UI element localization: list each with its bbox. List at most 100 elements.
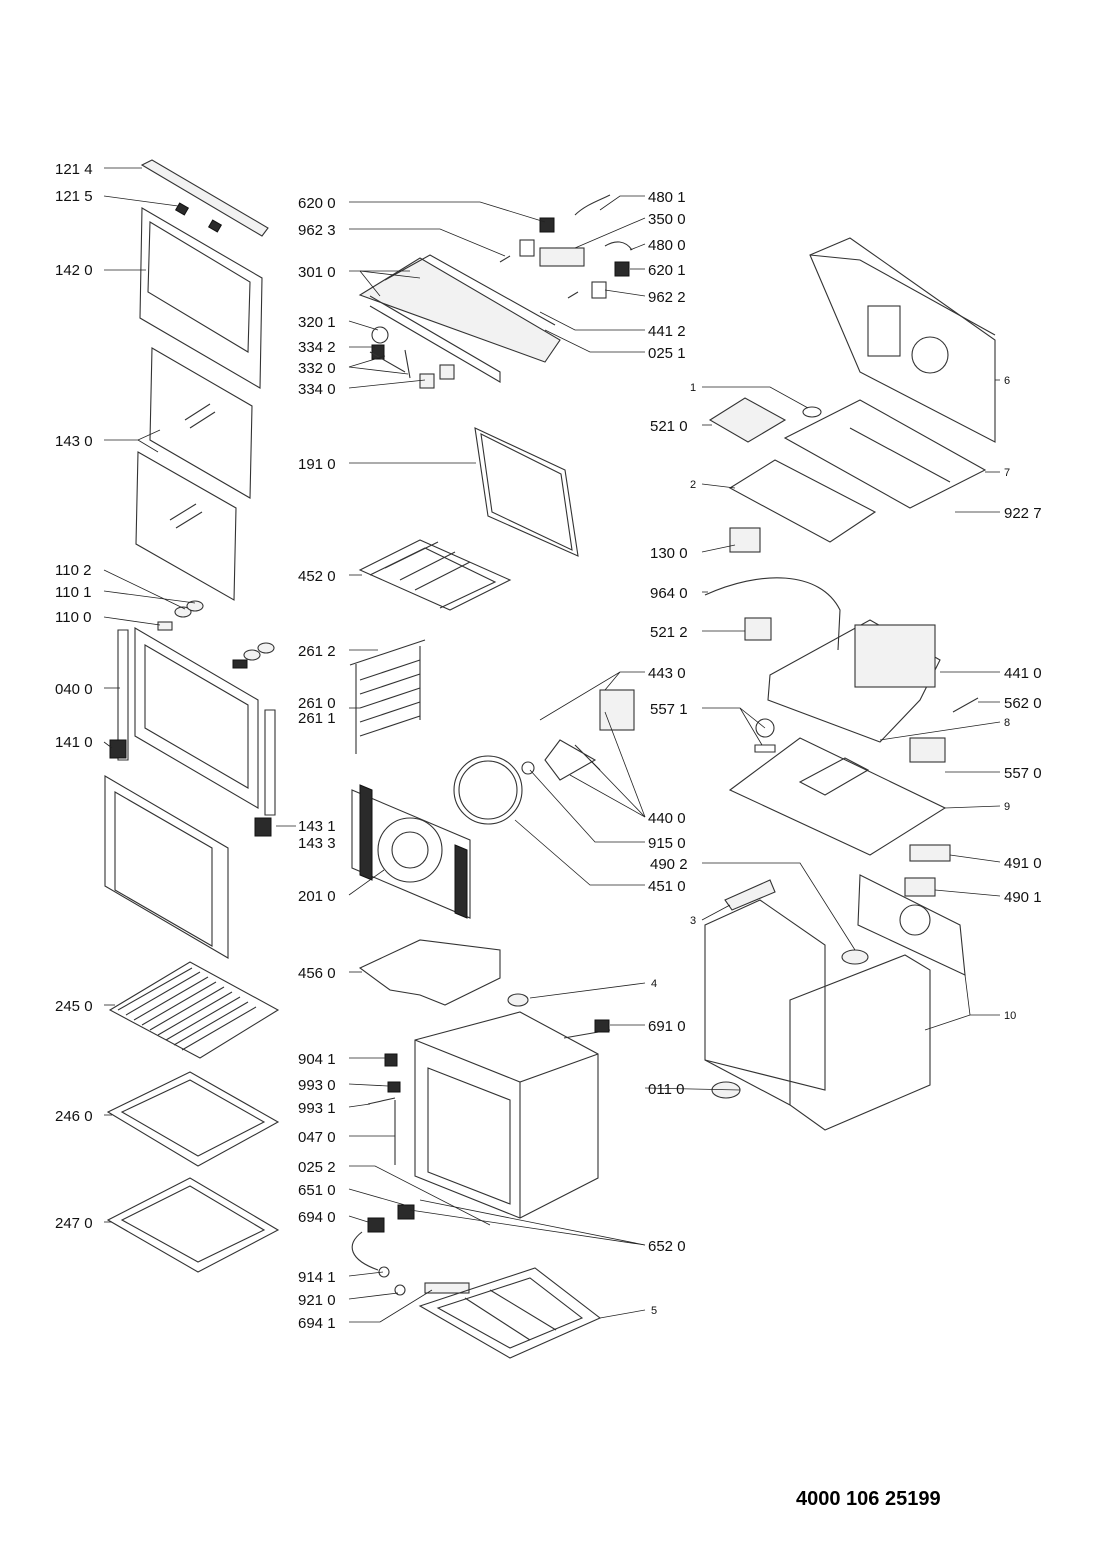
callout-245-0: 245 0: [55, 998, 93, 1015]
callout-620-0: 620 0: [298, 195, 336, 212]
control-panel: [358, 254, 561, 389]
callout-480-1: 480 1: [648, 189, 686, 206]
bottom-heating-element: [358, 939, 501, 1006]
callout-2: 2: [690, 479, 696, 491]
rear-panel-and-terminal: [857, 844, 966, 976]
callout-914-1: 914 1: [298, 1269, 336, 1286]
door-frame: [109, 627, 276, 837]
callout-110-2: 110 2: [55, 562, 91, 579]
callout-993-0: 993 0: [298, 1077, 336, 1094]
callout-121-4: 121 4: [55, 161, 93, 178]
callout-441-0: 441 0: [1004, 665, 1042, 682]
callout-921-0: 921 0: [298, 1292, 336, 1309]
callout-141-0: 141 0: [55, 734, 93, 751]
callout-557-0: 557 0: [1004, 765, 1042, 782]
callout-694-1: 694 1: [298, 1315, 336, 1332]
outer-casing: [507, 879, 931, 1131]
callout-964-0: 964 0: [650, 585, 688, 602]
callout-620-1: 620 1: [648, 262, 686, 279]
callout-10: 10: [1004, 1010, 1016, 1022]
callout-9: 9: [1004, 801, 1010, 813]
callout-261-1: 261 1: [298, 710, 336, 727]
callout-025-1: 025 1: [648, 345, 686, 362]
callout-4: 4: [651, 978, 657, 990]
callout-562-0: 562 0: [1004, 695, 1042, 712]
callout-110-1: 110 1: [55, 584, 91, 601]
transformer: [729, 527, 761, 553]
callout-261-0: 261 0: [298, 695, 336, 712]
callout-143-0: 143 0: [55, 433, 93, 450]
document-number: 4000 106 25199: [796, 1488, 941, 1510]
callout-452-0: 452 0: [298, 568, 336, 585]
callout-491-0: 491 0: [1004, 855, 1042, 872]
side-rack-rails: [349, 639, 426, 754]
top-shield-panel: [783, 399, 987, 509]
inner-glass-panels: [135, 347, 253, 601]
callout-521-2: 521 2: [650, 624, 688, 641]
shallow-tray: [106, 1071, 280, 1167]
callout-121-5: 121 5: [55, 188, 93, 205]
sensor-lead: [704, 577, 841, 651]
callout-652-0: 652 0: [648, 1238, 686, 1255]
callout-143-1: 143 1: [298, 818, 336, 835]
callout-labels: 121 4 121 5 142 0 143 0 1 10 2 110 1 110 …: [55, 161, 1042, 1332]
small-right-parts: [563, 1019, 741, 1099]
callout-130-0: 130 0: [650, 545, 688, 562]
callout-922-7: 922 7: [1004, 505, 1042, 522]
callout-962-2: 962 2: [648, 289, 686, 306]
hinge-caps: [157, 600, 275, 669]
callout-040-0: 040 0: [55, 681, 93, 698]
callout-350-0: 350 0: [648, 211, 686, 228]
callout-451-0: 451 0: [648, 878, 686, 895]
callout-456-0: 456 0: [298, 965, 336, 982]
callout-490-2: 490 2: [650, 856, 688, 873]
cooling-fan-assembly: [744, 617, 979, 743]
callout-142-0: 142 0: [55, 262, 93, 279]
callout-993-1: 993 1: [298, 1100, 336, 1117]
frame-plate: [728, 459, 877, 543]
door-gasket: [474, 427, 579, 557]
callout-247-0: 247 0: [55, 1215, 93, 1232]
callout-011-0: 011 0: [648, 1081, 684, 1098]
callout-334-2: 334 2: [298, 339, 336, 356]
callout-3: 3: [690, 915, 696, 927]
thermostats: [754, 718, 946, 763]
callout-521-0: 521 0: [650, 418, 688, 435]
callout-694-0: 694 0: [298, 1209, 336, 1226]
callout-557-1: 557 1: [650, 701, 688, 718]
callout-5: 5: [651, 1305, 657, 1317]
callout-904-1: 904 1: [298, 1051, 336, 1068]
oven-cavity: [414, 1011, 599, 1219]
leader-lines: [103, 167, 1001, 1323]
callout-143-3: 143 3: [298, 835, 336, 852]
callout-440-0: 440 0: [648, 810, 686, 827]
control-board: [708, 397, 787, 443]
callout-962-3: 962 3: [298, 222, 336, 239]
callout-191-0: 191 0: [298, 456, 336, 473]
callout-691-0: 691 0: [648, 1018, 686, 1035]
deep-tray: [106, 1177, 280, 1273]
callout-261-2: 261 2: [298, 643, 336, 660]
bottom-cover: [418, 1267, 602, 1359]
wire-rack: [108, 961, 280, 1059]
top-heating-element: [358, 539, 512, 611]
callout-246-0: 246 0: [55, 1108, 93, 1125]
ring-heating-element: [453, 755, 523, 825]
door-top-trim: [140, 159, 269, 237]
callout-332-0: 332 0: [298, 360, 336, 377]
control-switches: [499, 194, 633, 299]
callout-301-0: 301 0: [298, 264, 336, 281]
callout-915-0: 915 0: [648, 835, 686, 852]
callout-8: 8: [1004, 717, 1010, 729]
callout-7: 7: [1004, 467, 1010, 479]
fan-motor-and-blade: [521, 689, 635, 781]
callout-320-1: 320 1: [298, 314, 336, 331]
callout-201-0: 201 0: [298, 888, 336, 905]
callout-1: 1: [690, 382, 696, 394]
top-cover-panel: [809, 237, 996, 443]
callout-047-0: 047 0: [298, 1129, 336, 1146]
cavity-small-parts: [351, 1053, 470, 1296]
callout-441-2: 441 2: [648, 323, 686, 340]
callout-443-0: 443 0: [648, 665, 686, 682]
